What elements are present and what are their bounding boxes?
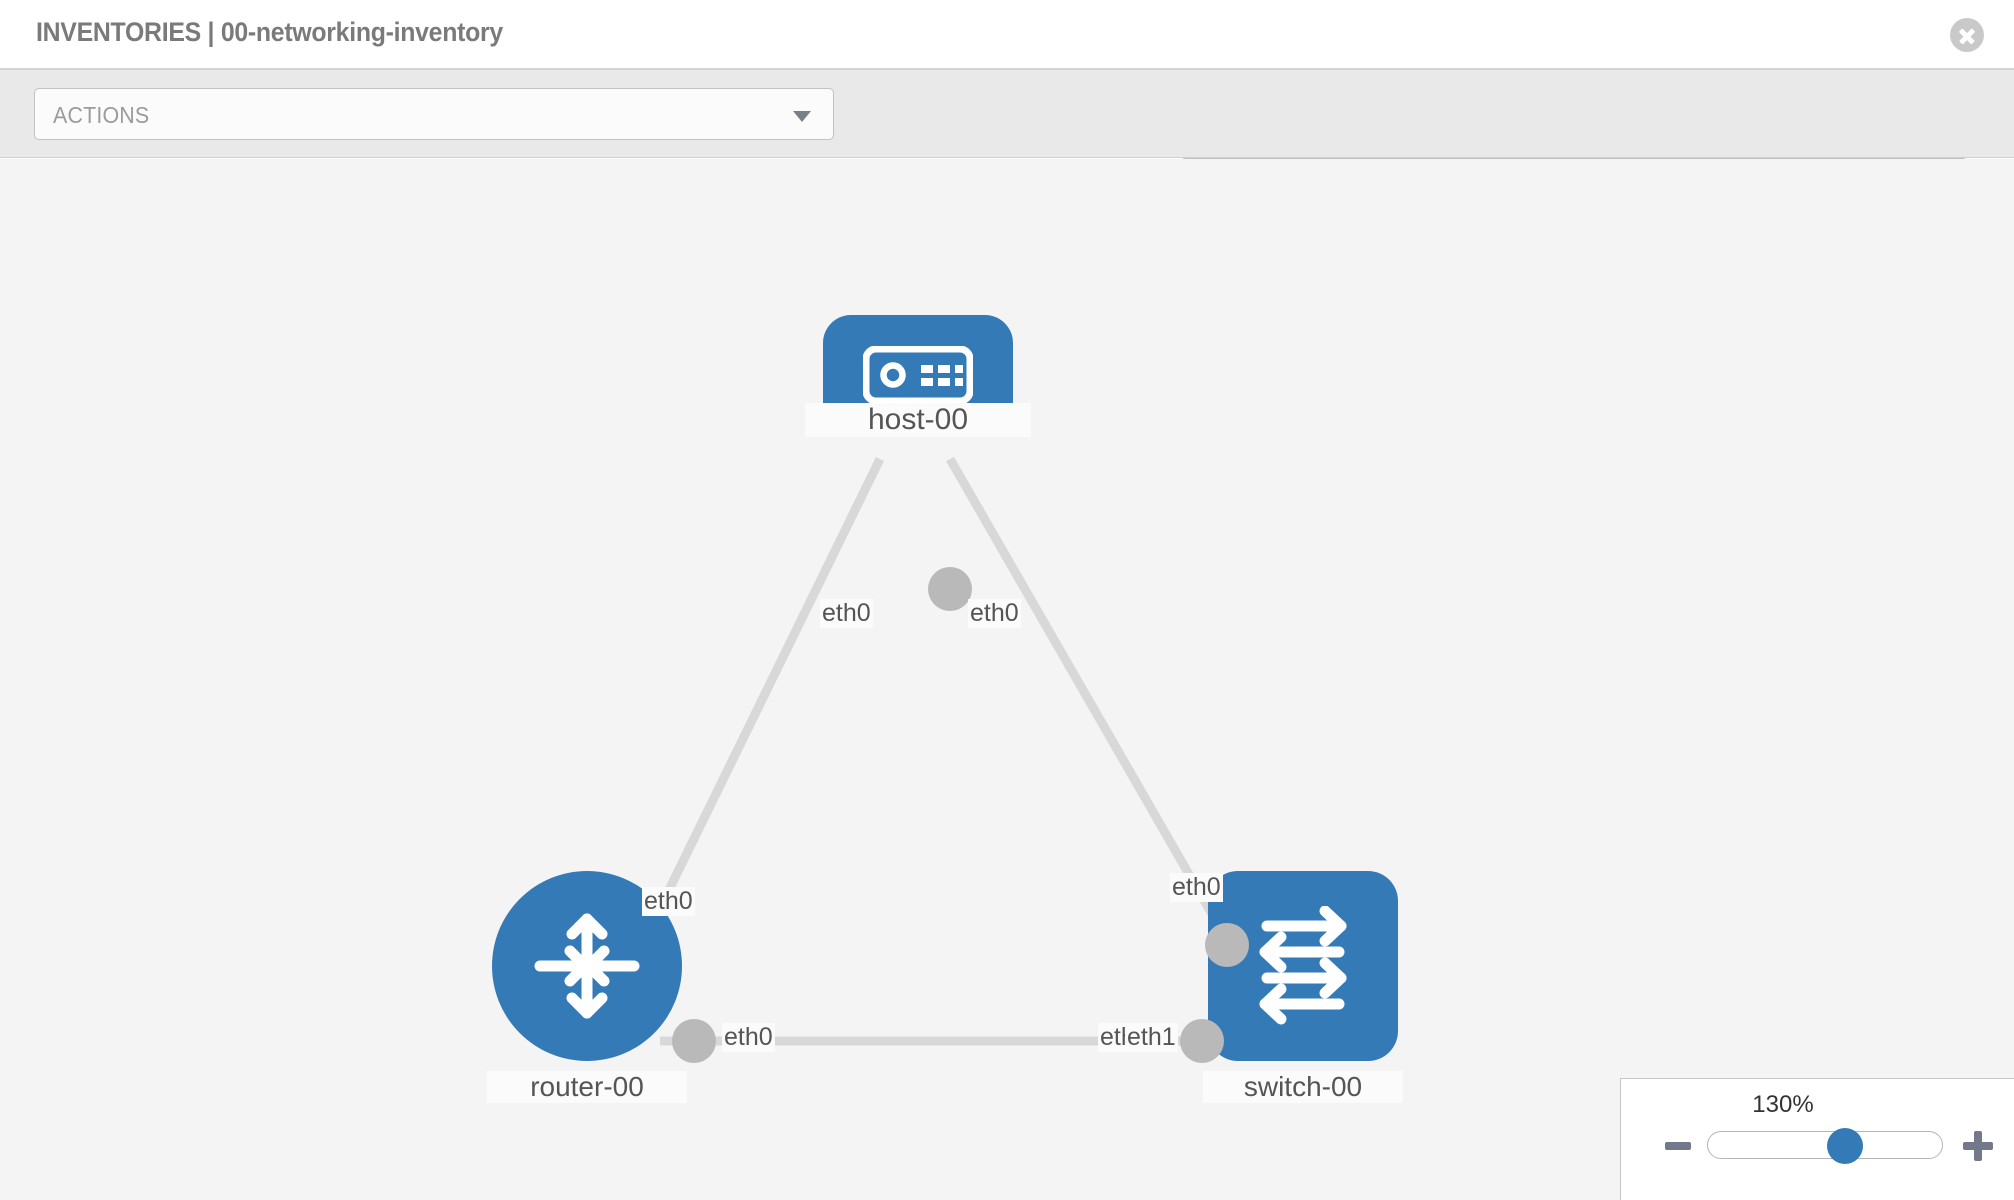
window-header: INVENTORIES | 00-networking-inventory [0,0,2014,70]
actions-dropdown-label: ACTIONS [53,102,150,128]
zoom-in-button[interactable] [1963,1131,1993,1161]
edge-label-router-eth0-up: eth0 [642,887,695,916]
edge-label-router-eth0-right: eth0 [722,1023,775,1052]
node-switch-00-label: switch-00 [1203,1071,1403,1103]
port-host-right[interactable] [928,567,972,611]
zoom-control-panel: 130% [1620,1078,2014,1200]
node-host-00-label: host-00 [805,403,1031,437]
node-router-00-shape[interactable] [492,871,682,1061]
edge-label-switch-eth0-up: eth0 [1170,873,1223,902]
port-switch-top[interactable] [1205,923,1249,967]
edge-label-switch-eth1-left: eth1 [1125,1023,1178,1052]
chevron-down-icon [793,111,811,122]
node-router-00-label: router-00 [487,1071,687,1103]
zoom-slider-thumb[interactable] [1827,1128,1863,1164]
node-router-00[interactable]: router-00 [487,871,687,1103]
edge-label-host-eth0-left: eth0 [820,599,873,628]
switch-arrows-icon [1259,906,1347,1025]
server-icon [863,346,973,404]
zoom-level-value: 130% [1752,1091,1814,1118]
zoom-out-button[interactable] [1665,1142,1691,1150]
actions-dropdown[interactable]: ACTIONS [34,88,834,140]
node-host-00[interactable]: host-00 [805,315,1031,437]
topology-canvas[interactable]: host-00 [0,159,2014,1200]
port-router-right[interactable] [672,1019,716,1063]
router-arrows-icon [534,913,640,1019]
link-host-switch [946,456,1236,952]
toolbar: ACTIONS [0,70,2014,210]
port-switch-left[interactable] [1180,1019,1224,1063]
node-switch-00-shape[interactable] [1208,871,1398,1061]
edge-label-host-eth0-right: eth0 [968,599,1021,628]
close-icon[interactable] [1950,18,1984,52]
zoom-slider-track[interactable] [1707,1131,1943,1159]
node-switch-00[interactable]: switch-00 [1203,871,1403,1103]
link-router-host [635,457,885,951]
page-title: INVENTORIES | 00-networking-inventory [36,17,503,47]
